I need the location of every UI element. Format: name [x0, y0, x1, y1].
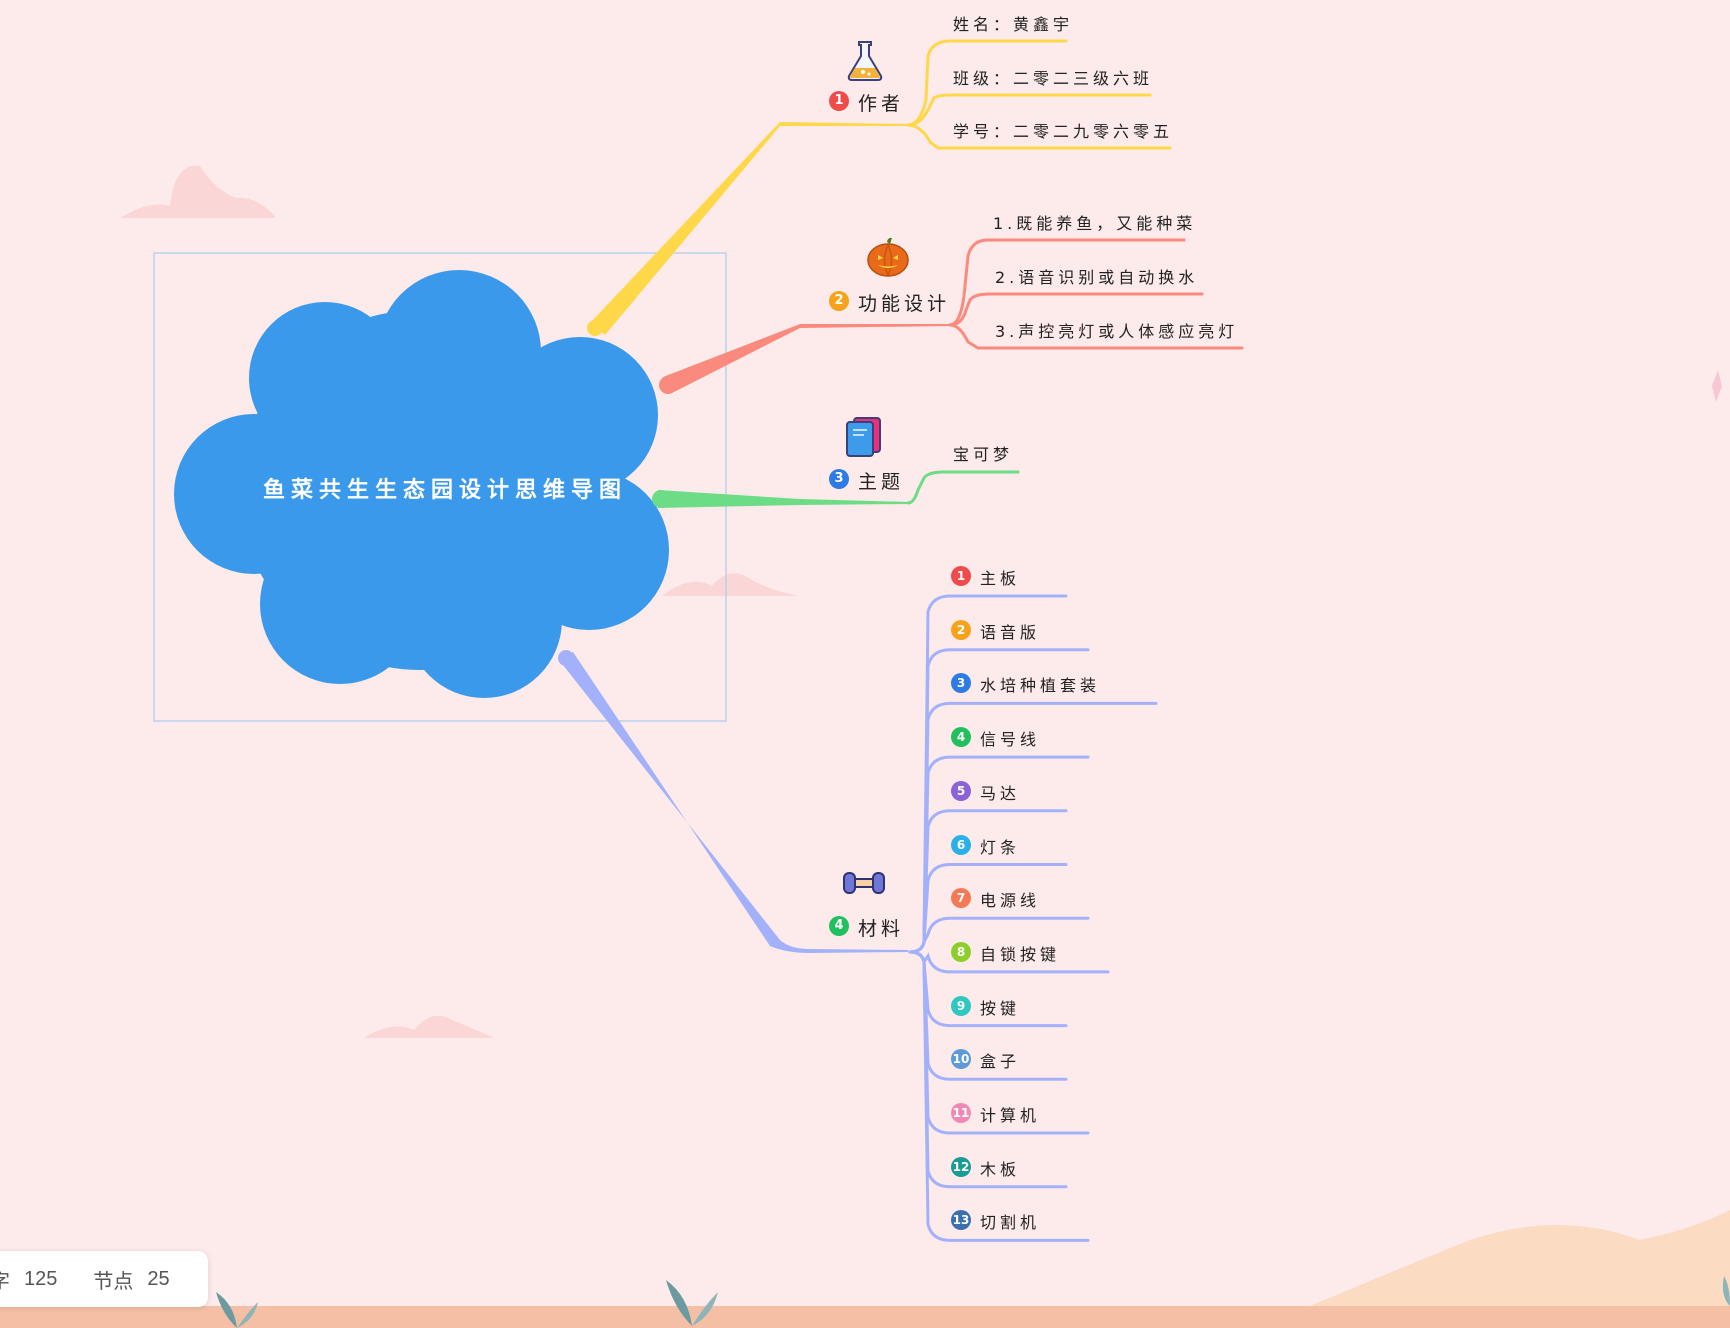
material-node[interactable]: 自锁按键	[980, 944, 1061, 964]
theme-connector	[906, 470, 1020, 505]
root-selection-frame	[153, 252, 727, 722]
material-number-badge: 8	[951, 941, 971, 962]
author-class-node[interactable]: 班级：二零二三级六班	[953, 69, 1154, 88]
material-node[interactable]: 马达	[980, 783, 1021, 803]
branch-material-line	[559, 652, 908, 953]
material-node[interactable]: 盒子	[980, 1052, 1021, 1072]
material-number-badge: 13	[951, 1210, 971, 1231]
material-number-badge: 4	[951, 727, 971, 748]
author-id-node[interactable]: 学号：二零二九零六零五	[953, 122, 1174, 141]
function-node-2[interactable]: 2.语音识别或自动换水	[995, 268, 1199, 287]
node-count-label: 节点	[93, 1270, 134, 1293]
branch-function-root-cap	[659, 376, 677, 394]
function-node-3[interactable]: 3.声控亮灯或人体感应亮灯	[995, 322, 1239, 341]
material-node[interactable]: 语音版	[980, 622, 1041, 642]
decor-plant-icon	[666, 1280, 718, 1326]
author-name-node[interactable]: 姓名：黄鑫宇	[953, 15, 1074, 34]
branch-material-root-cap	[558, 650, 574, 666]
material-node[interactable]: 计算机	[980, 1106, 1041, 1125]
material-node[interactable]: 水培种植套装	[980, 676, 1101, 696]
branch-function-label[interactable]: 功能设计	[858, 293, 951, 315]
material-node[interactable]: 电源线	[980, 891, 1041, 911]
function-connectors	[948, 238, 1244, 350]
word-count-value: 125	[24, 1267, 58, 1290]
dumbbell-icon	[843, 872, 885, 894]
decor-hill	[1310, 1210, 1730, 1306]
branch-author-line	[590, 122, 910, 335]
decor-ground	[0, 1306, 1730, 1328]
material-number-badge: 2	[951, 619, 971, 640]
material-node[interactable]: 信号线	[980, 730, 1041, 750]
material-connector	[908, 916, 1090, 954]
status-bar: 字 125 节点 25	[0, 1251, 208, 1307]
material-connector	[908, 950, 1090, 1242]
material-connector	[908, 809, 1068, 954]
material-number-badge: 12	[951, 1156, 971, 1177]
decor-plant-icon	[216, 1292, 258, 1328]
decor-plant-icon	[1722, 1276, 1730, 1306]
material-node[interactable]: 按键	[980, 998, 1021, 1018]
material-node[interactable]: 灯条	[980, 837, 1021, 857]
pumpkin-icon	[867, 237, 909, 277]
branch-author-number-badge: 1	[829, 91, 849, 111]
branch-author-root-cap	[587, 320, 603, 336]
decor-cloud	[120, 165, 798, 1038]
node-count-value: 25	[147, 1267, 170, 1290]
material-number-badge: 6	[951, 834, 971, 855]
branch-theme-root-cap	[652, 490, 670, 508]
word-count-label: 字	[0, 1265, 10, 1294]
material-node[interactable]: 木板	[980, 1159, 1021, 1179]
branch-theme-label[interactable]: 主题	[858, 471, 905, 493]
branch-author-label[interactable]: 作者	[858, 93, 905, 115]
material-node[interactable]: 主板	[980, 569, 1021, 588]
branch-material-number-badge: 4	[829, 916, 849, 936]
flask-icon	[847, 41, 883, 81]
branch-theme-number-badge: 3	[829, 469, 849, 489]
material-number-badge: 3	[951, 673, 971, 694]
material-number-badge: 1	[951, 566, 971, 586]
material-number-badge: 11	[951, 1103, 971, 1123]
material-number-badge: 9	[951, 995, 971, 1016]
theme-node-1[interactable]: 宝可梦	[953, 445, 1014, 464]
decor-sparkle	[1712, 370, 1722, 402]
material-number-badge: 5	[951, 780, 971, 801]
root-title[interactable]: 鱼菜共生生态园设计思维导图	[262, 478, 627, 503]
root-cloud-shape[interactable]	[174, 270, 669, 698]
branch-theme-line	[658, 490, 910, 508]
function-node-1[interactable]: 1.既能养鱼，又能种菜	[993, 214, 1197, 233]
author-connectors	[906, 39, 1172, 150]
branch-material-label[interactable]: 材料	[858, 918, 905, 940]
branch-function-number-badge: 2	[829, 291, 849, 311]
book-icon	[846, 417, 881, 457]
branch-function-line	[663, 324, 950, 392]
material-connectors	[908, 594, 1158, 1242]
material-number-badge: 10	[951, 1049, 971, 1070]
material-number-badge: 7	[951, 888, 971, 909]
material-node[interactable]: 切割机	[980, 1213, 1041, 1233]
